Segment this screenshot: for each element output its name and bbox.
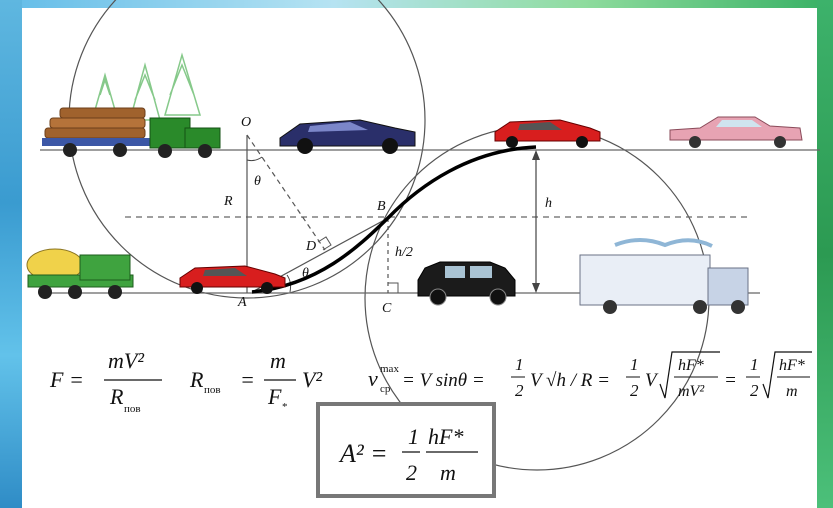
label-C: C [382,301,392,316]
logging-truck [42,107,221,158]
formula2-denominator: F [267,384,282,409]
right-angle-D [317,236,332,251]
formula1-numerator: mV² [108,348,144,373]
formula3-sqrt3-num: hF* [779,357,805,374]
right-angle-C [388,282,399,293]
formula1-denominator: R [109,384,124,409]
formula1-lhs: F = [49,367,84,392]
formula-velocity: v max ср = V sinθ = 1 2 V √h / R = 1 2 V… [368,351,812,400]
pink-cadillac [669,116,803,148]
label-h: h [545,196,552,211]
black-taxi [417,261,516,306]
trajectory-curve [251,145,537,294]
formula3-half3-den: 2 [750,381,759,400]
boxed-lhs: A² = [338,439,388,468]
boxed-half-den: 2 [406,460,417,485]
formula3-half2-den: 2 [630,381,639,400]
height-arrow-top [532,150,540,160]
formula3-half1-num: 1 [515,355,524,374]
formula3-half2-num: 1 [630,355,639,374]
formula2-denominator-sub: * [282,401,288,413]
dashed-line-OD [246,134,326,251]
formula3-lhs: v [368,366,378,391]
concrete-mixer-truck [26,248,134,299]
formula3-sqrt2-v: V [645,370,659,391]
formula3-body: = V sinθ = [402,370,485,391]
white-box-truck [579,238,749,314]
formula3-sqrt3-den: m [786,383,798,400]
label-theta-bottom: θ [302,266,309,281]
blue-sports-car [279,119,416,154]
formula3-eq2: = [724,370,737,391]
formula2-lhs: R [189,367,204,392]
formula1-denominator-sub: пов [124,403,141,415]
formula-force: F = mV² R пов [49,348,162,415]
theta-arc-top [246,156,263,162]
height-arrow-bottom [532,283,540,293]
formula3-sqrt2-den: mV² [678,383,705,400]
formula3-sqrt2-num: hF* [678,357,704,374]
formula3-lhs-sub: ср [380,383,391,395]
boxed-frac-den: m [440,460,456,485]
formula2-eq: = [240,367,255,392]
formula3-half3-num: 1 [750,355,759,374]
top-edge-decoration [0,0,833,8]
formula2-lhs-sub: пов [204,384,221,396]
label-B: B [377,199,386,214]
right-edge-decoration [817,0,833,508]
boxed-half-num: 1 [408,424,419,449]
red-sports-car-top [494,119,601,148]
left-edge-decoration [0,0,22,508]
formula2-tail: V² [302,367,322,392]
label-R: R [223,194,233,209]
formula2-numerator: m [270,348,286,373]
label-A: A [237,295,247,310]
red-sports-car-bottom [179,265,286,294]
formula3-lhs-sup: max [380,363,399,375]
boxed-formula: A² = 1 2 hF* m [316,402,496,498]
formula-radius: R пов = m F * V² [189,348,322,413]
label-O: O [241,115,251,130]
label-h-half: h/2 [395,245,413,260]
formula3-sqrt1: V √h / R = [530,370,610,391]
boxed-frac-num: hF* [428,424,463,449]
label-D: D [305,239,316,254]
formula3-half1-den: 2 [515,381,524,400]
label-theta-top: θ [254,174,261,189]
